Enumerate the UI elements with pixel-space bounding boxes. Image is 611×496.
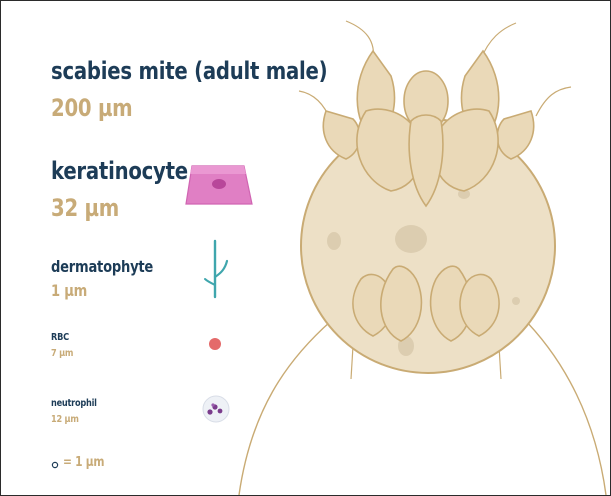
rbc-size: 7 µm xyxy=(51,348,73,359)
dermatophyte-size: 1 µm xyxy=(51,281,87,300)
neutrophil-name: neutrophil xyxy=(51,398,97,409)
mite-front-leg-left-2 xyxy=(323,111,359,159)
mite-front-leg-right-2 xyxy=(497,111,533,159)
neutrophil-icon xyxy=(201,394,231,424)
mite-rear-leg-left xyxy=(239,321,331,495)
mite-name: scabies mite (adult male) xyxy=(51,57,327,85)
mite-rear-leg-right xyxy=(521,316,606,495)
dermatophyte-hypha-icon xyxy=(201,239,231,301)
rbc-name: RBC xyxy=(51,332,69,343)
mite-bristle xyxy=(351,346,353,379)
keratinocyte-name: keratinocyte xyxy=(51,157,188,185)
scale-legend-text: = 1 µm xyxy=(63,455,104,470)
keratinocyte-size: 32 µm xyxy=(51,194,119,222)
mite-spot xyxy=(395,225,427,253)
scale-dot-icon xyxy=(51,461,59,469)
red-blood-cell-icon xyxy=(208,337,222,351)
mite-seta xyxy=(481,23,516,59)
mite-size: 200 µm xyxy=(51,94,132,122)
keratinocyte-cell-icon xyxy=(184,164,254,209)
neutrophil-size: 12 µm xyxy=(51,414,79,425)
mite-spot xyxy=(512,297,520,305)
mite-seta xyxy=(536,87,571,116)
mite-spot xyxy=(327,232,341,250)
dermatophyte-name: dermatophyte xyxy=(51,257,153,276)
